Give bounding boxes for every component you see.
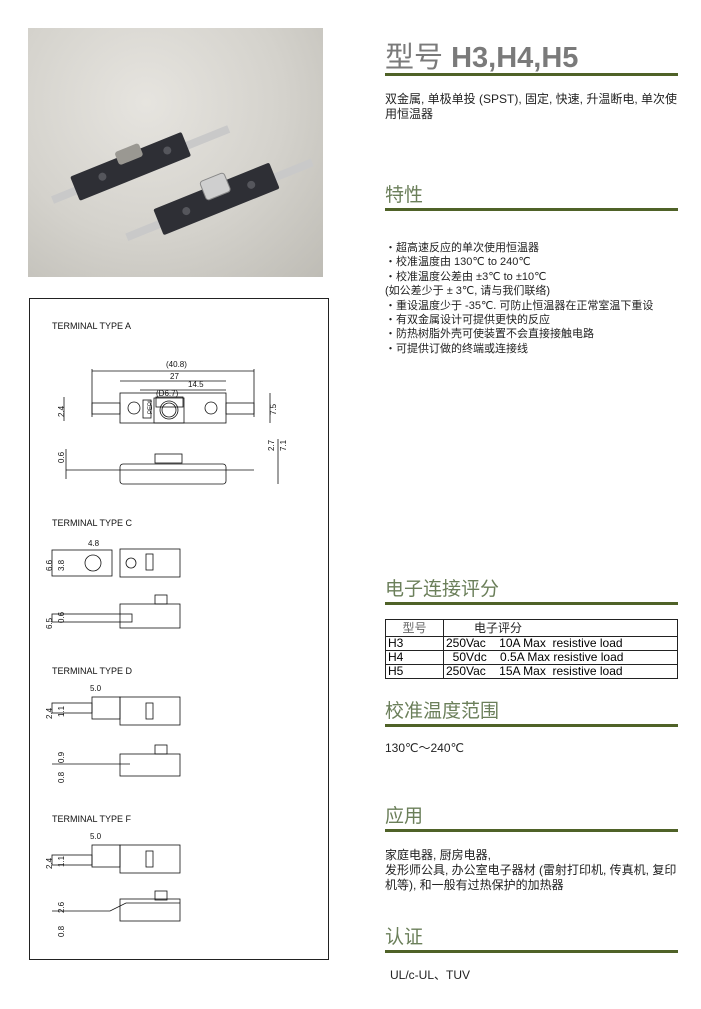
applications-line: 家庭电器, 厨房电器, xyxy=(385,848,492,862)
feature-item: ・超高速反应的单次使用恒温器 xyxy=(385,242,539,254)
title-models: H3,H4,H5 xyxy=(451,42,579,74)
type-d-drawing xyxy=(51,696,181,777)
col-rating: 电子评分 xyxy=(443,619,678,637)
dim-f-width: 5.0 xyxy=(90,832,102,841)
dim-a-total: 7.1 xyxy=(279,439,288,451)
dim-f-narrow: 1.1 xyxy=(57,855,66,867)
dim-d-width: 5.0 xyxy=(90,684,102,693)
col-model: 型号 xyxy=(385,619,444,637)
feature-item: (如公差少于 ± 3℃, 请与我们联络) xyxy=(385,285,551,298)
feature-item: ・校准温度公差由 ±3℃ to ±10℃ xyxy=(385,270,547,283)
dim-f-offset: 2.6 xyxy=(57,901,66,913)
type-c-drawing xyxy=(51,548,181,629)
feature-item: ・有双金属设计可提供更快的反应 xyxy=(385,314,550,327)
dim-a-terminal-width: 2.4 xyxy=(57,405,66,417)
dim-a-body: 27 xyxy=(170,372,179,381)
applications-text: 家庭电器, 厨房电器, 发形师公具, 办公室电子器材 (雷射打印机, 传真机, … xyxy=(385,848,678,893)
type-f-title: TERMINAL TYPE F xyxy=(52,814,132,824)
certification-value: UL/c-UL、TUV xyxy=(390,968,471,982)
type-f-drawing xyxy=(51,844,181,922)
dim-f-terminal: 2.4 xyxy=(45,857,54,869)
temp-range-value: 130℃～240℃ xyxy=(385,741,464,755)
feature-item: ・校准温度由 130℃ to 240℃ xyxy=(385,256,531,269)
type-c-title: TERMINAL TYPE C xyxy=(52,518,133,528)
type-d-title: TERMINAL TYPE D xyxy=(52,666,133,676)
product-description: 双金属, 单极单投 (SPST), 固定, 快速, 升温断电, 单次使用恒温器 xyxy=(385,92,678,121)
dimension-drawing: TERMINAL TYPE A (40.8) 27 14.5 (D6.7) 2.… xyxy=(29,298,329,960)
cell-model: H3 xyxy=(385,636,444,651)
dim-a-thickness: 0.6 xyxy=(57,451,66,463)
temp-range-heading: 校准温度范围 xyxy=(385,702,678,727)
dim-d-thickness: 0.8 xyxy=(57,771,66,783)
product-photo xyxy=(28,28,323,277)
features-heading: 特性 xyxy=(385,186,678,211)
applications-line: 发形师公具, 办公室电子器材 (雷射打印机, 传真机, 复印机等), 和一般有过… xyxy=(385,863,677,892)
thermostat-photo-illustration xyxy=(51,125,314,241)
dim-a-offset: 14.5 xyxy=(188,380,204,389)
table-header-row: 型号 电子评分 xyxy=(385,619,678,637)
feature-item: ・防热树脂外壳可使装置不会直接接触电路 xyxy=(385,328,594,341)
marking-pepi: PEPI xyxy=(148,400,154,414)
cell-rating: 50Vdc 0.5A Max resistive load xyxy=(443,650,678,665)
title-cn: 型号 xyxy=(385,42,444,74)
dim-a-diameter: (D6.7) xyxy=(156,389,179,398)
cell-rating: 250Vac 15A Max resistive load xyxy=(443,664,678,679)
dim-c-height: 6.5 xyxy=(45,617,54,629)
dim-d-offset: 0.9 xyxy=(57,751,66,763)
dim-d-terminal: 2.4 xyxy=(45,707,54,719)
page-title: 型号 H3,H4,H5 xyxy=(385,44,678,76)
table-row: H4 50Vdc 0.5A Max resistive load xyxy=(385,650,678,665)
feature-item: ・重设温度少于 -35℃. 可防止恒温器在正常室温下重设 xyxy=(385,299,654,312)
ratings-heading: 电子连接评分 xyxy=(385,580,678,605)
cell-model: H5 xyxy=(385,664,444,679)
dim-a-overall: (40.8) xyxy=(166,360,187,369)
dim-a-height: 7.5 xyxy=(269,403,278,415)
certification-heading: 认证 xyxy=(385,928,678,953)
type-a-title: TERMINAL TYPE A xyxy=(52,321,131,331)
feature-item: ・可提供订做的终端或连接线 xyxy=(385,342,528,355)
features-list: ・超高速反应的单次使用恒温器 ・校准温度由 130℃ to 240℃ ・校准温度… xyxy=(385,241,678,356)
cell-rating: 250Vac 10A Max resistive load xyxy=(443,636,678,651)
cell-model: H4 xyxy=(385,650,444,665)
applications-heading: 应用 xyxy=(385,807,678,832)
dim-c-outer: 6.6 xyxy=(45,559,54,571)
dim-c-hole: 3.8 xyxy=(57,559,66,571)
type-a-side-view xyxy=(65,439,279,485)
dim-c-width: 4.8 xyxy=(88,539,100,548)
type-a-top-view xyxy=(63,369,271,424)
dim-a-cap: 2.7 xyxy=(267,439,276,451)
dim-f-thickness: 0.8 xyxy=(57,925,66,937)
dim-c-thickness: 0.6 xyxy=(57,611,66,623)
dim-d-narrow: 1.1 xyxy=(57,705,66,717)
